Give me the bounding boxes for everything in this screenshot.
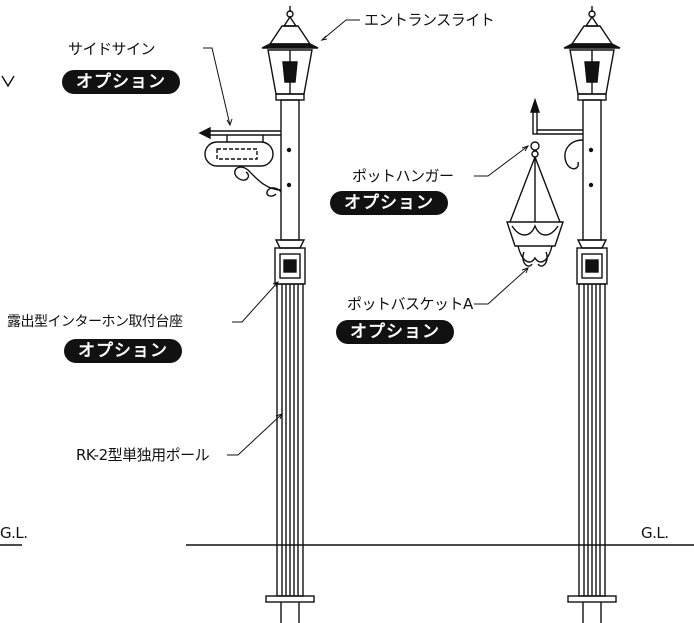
label-pole: RK-2型単独用ポール xyxy=(76,446,210,464)
label-pot-basket: ポットバスケットA xyxy=(347,295,473,313)
label-gl-left: G.L. xyxy=(0,524,28,542)
label-intercom-base: 露出型インターホン取付台座 xyxy=(7,314,183,330)
option-badge-side-sign: オプション xyxy=(62,70,180,94)
right-pole xyxy=(506,6,621,623)
left-edge-mark xyxy=(1,75,15,88)
option-badge-pot-hanger: オプション xyxy=(330,191,448,215)
option-badge-pot-basket: オプション xyxy=(336,320,454,344)
label-pot-hanger: ポットハンガー xyxy=(352,167,454,185)
option-badge-intercom-base: オプション xyxy=(64,339,182,363)
leader-lines xyxy=(203,19,530,456)
label-entrance-light: エントランスライト xyxy=(364,11,495,29)
label-side-sign: サイドサイン xyxy=(68,40,156,58)
left-pole xyxy=(198,6,319,623)
label-gl-right: G.L. xyxy=(641,524,669,542)
